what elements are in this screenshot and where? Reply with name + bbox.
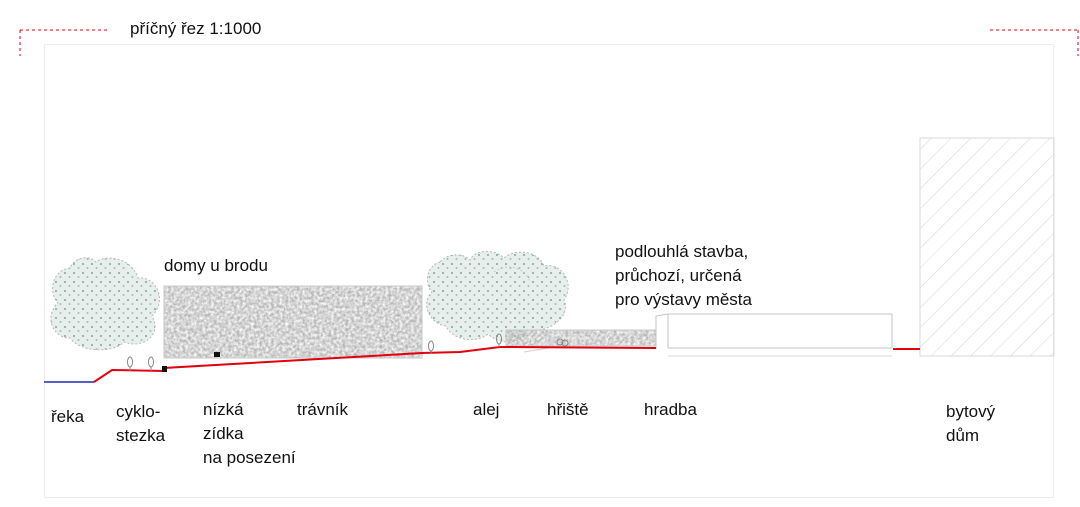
label-cyklostezka: cyklo- stezka [116,402,166,445]
bytovy-dum-building [919,137,1055,357]
annotation-domy-u-brodu: domy u brodu [164,256,268,275]
annotation-podlouhla-stavba: podlouhlá stavba, průchozí, určená pro v… [615,242,752,309]
tree-alej [426,251,569,343]
person-icon [127,333,569,371]
label-travnik: trávník [297,400,349,419]
label-zidka: nízká zídka na posezení [203,400,296,467]
label-hriste: hřiště [547,400,589,419]
bench-marker [214,352,220,357]
label-reka: řeka [51,407,85,426]
label-bytovy-dum: bytový dům [946,402,996,445]
label-hradba: hradba [644,400,697,419]
podlouhla-stavba-outline [523,313,893,357]
wall-marker [162,366,167,372]
drawing-title: příčný řez 1:1000 [130,19,262,38]
tree-left [50,257,160,351]
domy-u-brodu-building [164,286,422,358]
label-alej: alej [473,400,500,419]
corner-mark-left [19,29,110,56]
ground-line [93,345,657,383]
corner-mark-right [990,29,1079,56]
hriste-strip [506,330,656,346]
